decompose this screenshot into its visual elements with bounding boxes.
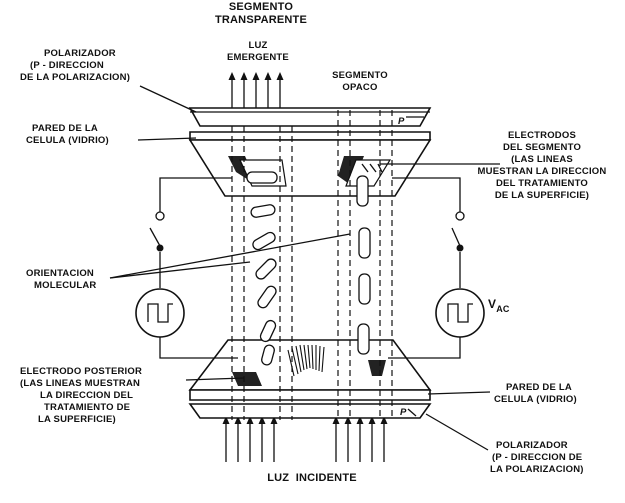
molecule: [250, 204, 276, 218]
square-wave-icon: [147, 303, 173, 323]
molecule: [261, 344, 275, 366]
switch-pivot: [456, 244, 464, 252]
square-wave-icon: [447, 303, 473, 323]
back-electrode-hatching: [287, 344, 325, 377]
label-polarizador-bottom-1: POLARIZADOR: [496, 440, 568, 451]
ac-source-left: [135, 288, 185, 338]
molecules-transparent-segment: [246, 171, 278, 366]
label-pared-right-2: CELULA (VIDRIO): [494, 394, 577, 405]
leader-lines: [109, 85, 500, 451]
label-electrodo-posterior-2: (LAS LINEAS MUESTRAN: [20, 378, 140, 389]
label-orientacion-2: MOLECULAR: [34, 280, 97, 291]
label-polarizador-top-2: (P - DIRECCION: [30, 60, 104, 71]
label-polarizador-top-3: DE LA POLARIZACION): [20, 72, 130, 83]
label-electrodos-2: DEL SEGMENTO: [503, 142, 581, 153]
label-luz-emergente-1: LUZ: [248, 40, 267, 51]
label-pared-left-2: CELULA (VIDRIO): [26, 135, 109, 146]
label-pared-left-1: PARED DE LA: [32, 123, 98, 134]
molecule: [356, 175, 369, 207]
dashed-light-paths: [231, 110, 393, 420]
bottom-polarizer: P: [188, 403, 432, 419]
switch-pivot: [156, 244, 164, 252]
label-electrodos-5: DEL TRATAMIENTO: [496, 178, 588, 189]
label-orientacion-1: ORIENTACION: [26, 268, 94, 279]
molecule: [246, 171, 278, 184]
label-electrodos-4: MUESTRAN LA DIRECCION: [478, 166, 607, 177]
label-vac-main: V: [488, 297, 496, 311]
labels: SEGMENTO TRANSPARENTE LUZ EMERGENTE SEGM…: [20, 1, 606, 484]
label-electrodo-posterior-5: LA SUPERFICIE): [38, 414, 116, 425]
label-electrodo-posterior-3: LA DIRECCION DEL: [40, 390, 133, 401]
label-electrodos-6: DE LA SUPERFICIE): [495, 190, 589, 201]
label-segmento-opaco-1: SEGMENTO: [332, 70, 388, 81]
label-polarizador-bottom-2: (P - DIRECCION DE: [492, 452, 582, 463]
molecule: [358, 227, 371, 259]
switch-contact: [155, 211, 165, 221]
ac-source-right: [435, 288, 485, 338]
polarization-p-bottom: P: [400, 407, 407, 418]
switch-lever-left: [149, 227, 161, 247]
label-polarizador-bottom-3: LA POLARIZACION): [490, 464, 584, 475]
label-segmento-opaco-2: OPACO: [342, 82, 377, 93]
molecule: [259, 319, 277, 343]
bottom-glass-cell-wall: [188, 339, 432, 401]
molecule: [257, 285, 277, 309]
label-polarizador-top-1: POLARIZADOR: [44, 48, 116, 59]
molecules-opaque-segment: [356, 175, 371, 355]
molecule: [252, 231, 276, 251]
label-vac-sub: AC: [496, 304, 510, 314]
circuit-left: [135, 177, 238, 359]
label-luz-incidente: LUZ INCIDENTE: [267, 472, 357, 484]
label-electrodo-posterior-1: ELECTRODO POSTERIOR: [20, 366, 142, 377]
molecule: [255, 258, 277, 280]
molecule: [357, 323, 370, 355]
label-vac: VAC: [488, 297, 510, 314]
circuit-right: [388, 177, 485, 359]
switch-contact: [455, 211, 465, 221]
label-segmento-transparente-2: TRANSPARENTE: [215, 14, 307, 26]
emergent-light-arrows: [228, 72, 284, 108]
back-electrode-right-mark: [368, 360, 386, 376]
incident-light-arrows: [222, 416, 388, 462]
label-luz-emergente-2: EMERGENTE: [227, 52, 289, 63]
label-pared-right-1: PARED DE LA: [506, 382, 572, 393]
label-segmento-transparente-1: SEGMENTO: [229, 1, 294, 13]
back-electrode-left-mark: [232, 372, 262, 386]
top-polarizer: P: [188, 107, 432, 127]
molecule: [358, 273, 371, 305]
polarization-p-top: P: [398, 116, 405, 127]
label-electrodo-posterior-4: TRATAMIENTO DE: [44, 402, 130, 413]
label-electrodos-3: (LAS LINEAS: [511, 154, 573, 165]
label-electrodos-1: ELECTRODOS: [508, 130, 576, 141]
switch-lever-right: [451, 227, 461, 247]
